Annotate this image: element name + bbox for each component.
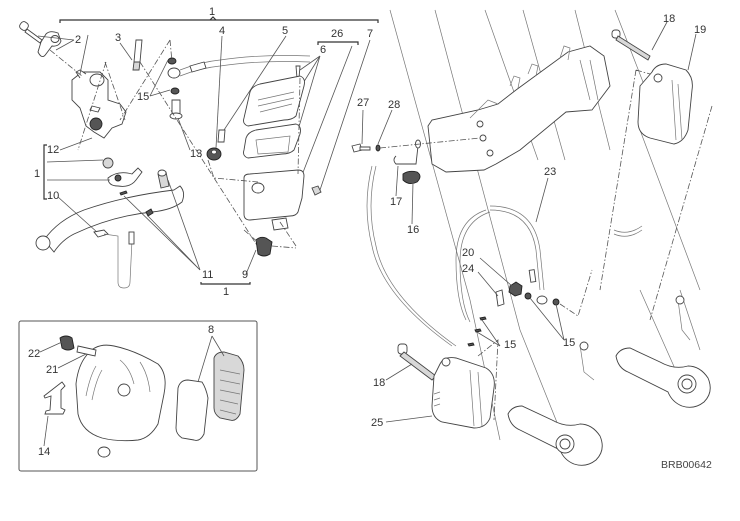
callout-24: 24 — [462, 263, 474, 275]
brake-hose-part — [455, 205, 545, 323]
callout-17: 17 — [390, 196, 402, 208]
hose-boot-part — [255, 236, 273, 257]
callout-9: 9 — [242, 269, 248, 281]
inset-bleed-parts — [59, 335, 97, 357]
callout-18-bottom: 18 — [373, 377, 385, 389]
callout-5: 5 — [282, 25, 288, 37]
bleed-screw-part — [217, 129, 226, 143]
bracket-item-1-top — [59, 16, 379, 23]
left-fork-leg — [507, 341, 603, 466]
callout-19: 19 — [694, 24, 706, 36]
callout-23: 23 — [544, 166, 556, 178]
inset-brake-pads-part — [175, 351, 245, 441]
callout-21: 21 — [46, 364, 58, 376]
callout-22: 22 — [28, 348, 40, 360]
brake-lever-part — [35, 169, 185, 253]
right-caliper-part — [611, 29, 693, 145]
callout-15-mid-left: 15 — [504, 339, 516, 351]
callout-6: 6 — [320, 44, 326, 56]
fork-assembly — [389, 9, 701, 441]
callout-28: 28 — [388, 99, 400, 111]
callout-2: 2 — [75, 34, 81, 46]
callout-27: 27 — [357, 97, 369, 109]
callout-18-top: 18 — [663, 13, 675, 25]
inset-caliper-part — [75, 344, 166, 458]
callout-12: 12 — [47, 144, 59, 156]
reservoir-cap — [243, 65, 305, 159]
callout-16: 16 — [407, 224, 419, 236]
callout-11: 11 — [202, 269, 213, 281]
caliper-detail-inset — [18, 320, 258, 472]
callout-14: 14 — [38, 446, 50, 458]
banjo-fitting-parts — [167, 55, 311, 120]
callout-3: 3 — [115, 32, 121, 44]
callout-8: 8 — [208, 324, 214, 336]
right-fork-leg — [615, 295, 711, 408]
callout-4: 4 — [219, 25, 225, 37]
inset-pad-spring-part — [43, 381, 66, 415]
caliper-fitting-parts — [467, 281, 560, 347]
brake-switch-part — [93, 229, 135, 289]
callout-7: 7 — [367, 28, 373, 40]
callout-15-upper: 15 — [137, 91, 149, 103]
callout-1-left: 1 — [34, 168, 40, 180]
pushrod-part — [132, 39, 143, 71]
reservoir-body — [243, 169, 322, 231]
callout-13: 13 — [190, 148, 202, 160]
drawing-code: BRB00642 — [661, 459, 712, 471]
callout-26: 26 — [331, 28, 343, 40]
callout-25: 25 — [371, 417, 383, 429]
callout-1-bottom: 1 — [223, 286, 229, 298]
grommet-part — [206, 147, 222, 161]
callout-15-mid-right: 15 — [563, 337, 575, 349]
callout-10: 10 — [47, 190, 59, 202]
callout-20: 20 — [462, 247, 474, 259]
hose-guide-parts — [351, 139, 421, 185]
master-cylinder-body — [71, 69, 127, 139]
callout-1-top: 1 — [209, 6, 215, 18]
left-caliper-part — [397, 343, 495, 429]
adjuster-parts — [102, 157, 143, 196]
clamp-bolt-part — [19, 21, 62, 57]
